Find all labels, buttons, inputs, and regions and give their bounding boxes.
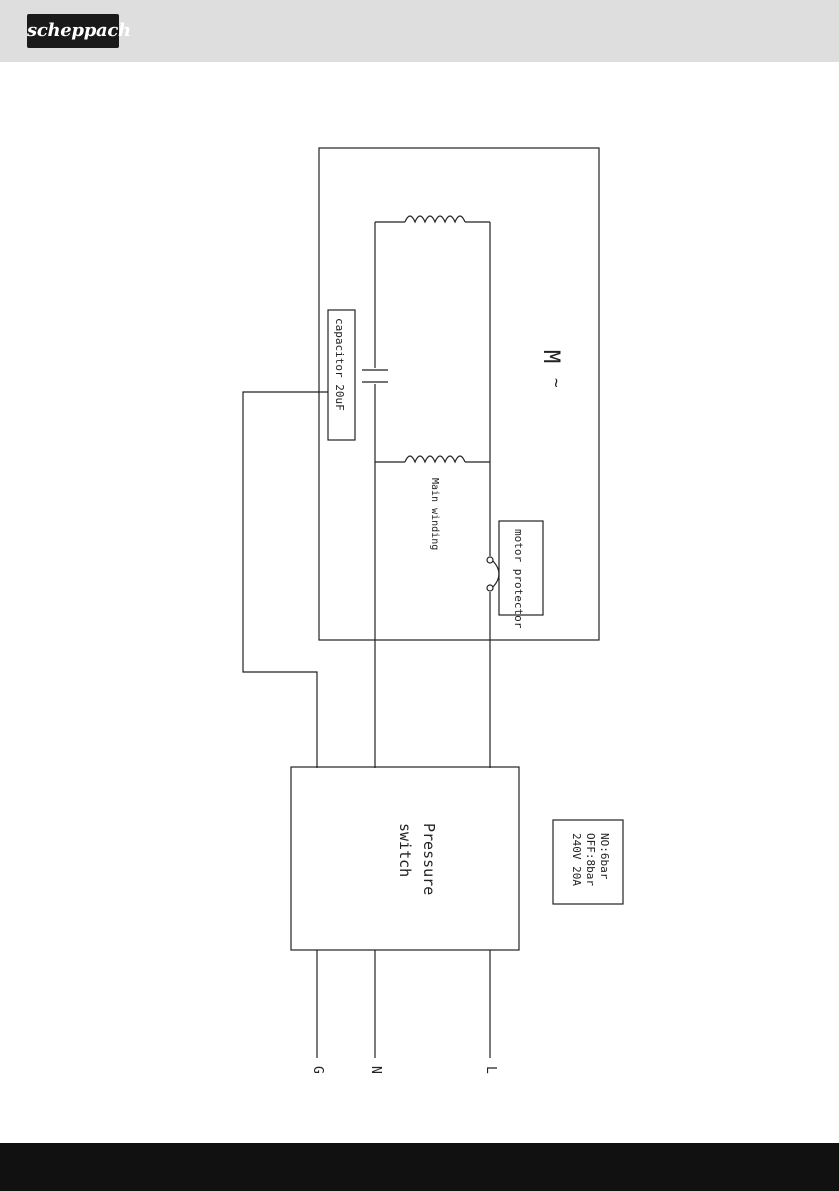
aux-winding-coil bbox=[405, 216, 465, 222]
pressure-switch-label-2: switch bbox=[396, 823, 414, 877]
motor-symbol: M bbox=[538, 350, 563, 363]
capacitor-feed-wire bbox=[243, 392, 328, 768]
spec-line-3: 240V 20A bbox=[570, 833, 583, 886]
terminal-n: N bbox=[368, 1066, 383, 1074]
protector-switch-arm bbox=[493, 561, 499, 587]
spec-line-2: OFF:8bar bbox=[584, 833, 597, 886]
main-winding-coil bbox=[405, 456, 465, 462]
pressure-switch-label-1: Pressure bbox=[420, 823, 438, 895]
motor-ac-symbol: ~ bbox=[547, 378, 566, 388]
protector-contact-top bbox=[487, 557, 493, 563]
terminal-g: G bbox=[310, 1066, 325, 1074]
motor-protector-label: motor protector bbox=[512, 529, 525, 629]
main-winding-label: Main winding bbox=[429, 478, 440, 550]
footer-bar bbox=[0, 1143, 839, 1191]
spec-line-1: NO:6bar bbox=[598, 833, 611, 880]
motor-housing bbox=[319, 148, 599, 640]
protector-contact-bottom bbox=[487, 585, 493, 591]
capacitor-label: capacitor 20uF bbox=[333, 318, 346, 411]
terminal-l: L bbox=[483, 1066, 498, 1074]
